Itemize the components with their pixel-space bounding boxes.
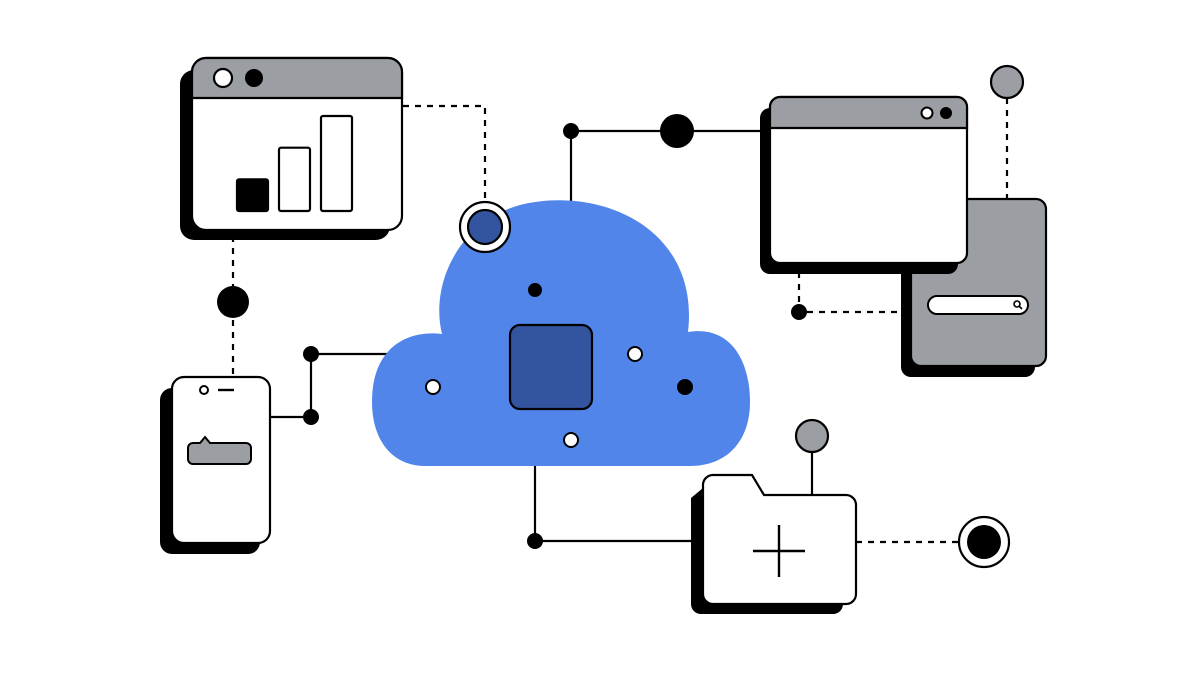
bar-chart-window-icon <box>180 56 404 240</box>
junction-node-phone-upper <box>303 346 319 362</box>
chip-node-top <box>528 283 542 297</box>
gray-node-folder <box>794 418 830 454</box>
chip-node-right-top <box>627 346 643 362</box>
bar-3 <box>319 114 354 213</box>
dashed-connector-browser-server <box>797 272 906 314</box>
bar-1 <box>235 178 270 213</box>
add-folder-icon <box>691 473 858 614</box>
gray-node-top-right <box>989 64 1025 100</box>
junction-node-browser <box>660 114 694 148</box>
window-dot-open <box>212 67 234 89</box>
browser-dot-open <box>920 106 934 120</box>
bar-2 <box>277 146 312 213</box>
junction-node-left <box>217 286 249 318</box>
processor-chip-icon <box>508 323 594 411</box>
bar-group <box>235 114 354 213</box>
window-dot-filled <box>245 69 263 87</box>
browser-dot-filled <box>940 107 952 119</box>
chip-node-left <box>425 379 441 395</box>
search-bar <box>927 295 1029 315</box>
chip-node-right <box>677 379 693 395</box>
junction-node-chip-top <box>563 123 579 139</box>
ring-node-right <box>957 515 1011 569</box>
browser-window-icon <box>760 95 969 274</box>
junction-node-server <box>791 304 807 320</box>
phone-message-bubble <box>187 435 252 465</box>
junction-node-folder <box>527 533 543 549</box>
phone-camera <box>199 385 209 395</box>
ring-node-top <box>458 200 512 254</box>
search-icon <box>1013 300 1021 308</box>
junction-node-phone-lower <box>303 409 319 425</box>
mobile-phone-icon <box>160 375 272 554</box>
chip-node-bottom <box>563 432 579 448</box>
dashed-connector-analytics-ring <box>403 104 487 208</box>
